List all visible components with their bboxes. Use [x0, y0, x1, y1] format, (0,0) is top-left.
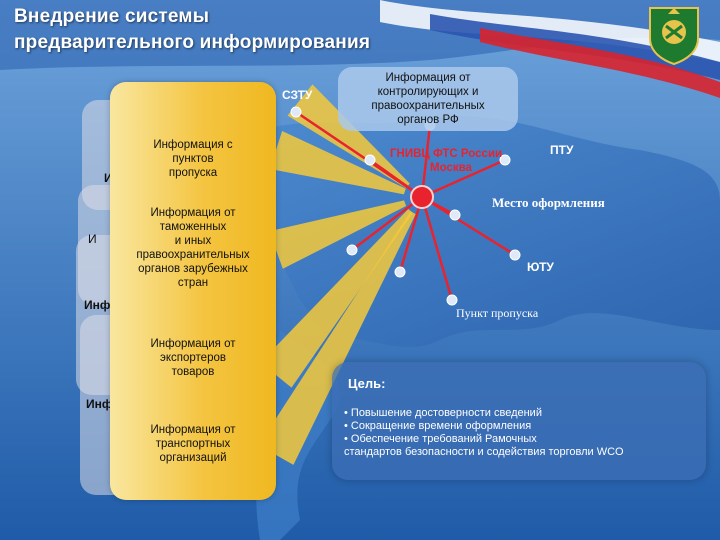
node-dot	[394, 266, 406, 278]
clipped-label-d: И	[88, 232, 97, 246]
card-line: транспортных	[155, 438, 231, 450]
box-line: правоохранительных	[371, 100, 485, 112]
goal-item: • Обеспечение требований Рамочных	[344, 433, 537, 445]
place-label: Место оформления	[492, 195, 605, 210]
title-line-1: Внедрение системы	[14, 6, 210, 27]
card-line: стран	[177, 277, 209, 289]
node-dot	[364, 154, 376, 166]
goal-item: стандартов безопасности и содействия тор…	[344, 446, 624, 458]
goal-box	[332, 362, 706, 480]
hub-name-label: ГНИВЦ ФТС России	[390, 148, 503, 160]
title-line-2: предварительного информирования	[14, 32, 371, 53]
yutu-label: ЮТУ	[527, 260, 554, 274]
node-dot	[290, 106, 302, 118]
node-dot	[499, 154, 511, 166]
info-flow-arrow	[269, 200, 407, 269]
checkpoint-label: Пункт пропуска	[456, 306, 539, 320]
card-line: пунктов	[172, 153, 214, 165]
clipped-label-a: И	[104, 171, 113, 185]
network-link	[420, 124, 432, 198]
card-line: Информация от	[150, 207, 236, 219]
sztu-label: СЗТУ	[282, 88, 313, 102]
info-flow-arrow	[258, 211, 416, 465]
ptu-label: ПТУ	[550, 143, 574, 157]
hub-city-label: Москва	[430, 162, 472, 174]
box-line: органов РФ	[397, 114, 459, 126]
goal-item: • Сокращение времени оформления	[344, 420, 532, 432]
rf-agencies-box: Информация от контролирующих и правоохра…	[338, 67, 518, 131]
node-dot	[449, 209, 461, 221]
box-line: контролирующих и	[377, 86, 479, 98]
goal-list: • Повышение достоверности сведений • Сок…	[344, 407, 704, 459]
card-line: и иных	[174, 235, 212, 247]
card-line: Информация от	[150, 424, 236, 436]
goal-title: Цель:	[348, 376, 386, 391]
node-dot	[346, 244, 358, 256]
card-foreign-agencies: Информация от таможенных и иных правоохр…	[110, 206, 276, 290]
customs-emblem-icon	[649, 7, 699, 66]
card-checkpoints: Информация с пунктов пропуска	[110, 138, 276, 180]
info-flow-arrow	[260, 209, 413, 388]
network-link	[351, 196, 423, 251]
goal-item: • Повышение достоверности сведений	[344, 407, 542, 419]
card-transport: Информация от транспортных организаций	[110, 423, 276, 465]
card-line: товаров	[171, 366, 215, 378]
slide-title: Внедрение системы предварительного инфор…	[14, 4, 370, 56]
node-dot	[509, 249, 521, 261]
info-flow-arrow	[269, 130, 406, 195]
network-link	[398, 196, 424, 273]
network-link	[420, 196, 454, 301]
node-dot	[446, 294, 458, 306]
card-exporters: Информация от экспортеров товаров	[110, 337, 276, 379]
card-line: правоохранительных	[136, 249, 250, 261]
info-sources-panel: Информация с пунктов пропуска Информация…	[110, 82, 276, 500]
card-line: Информация с	[153, 139, 233, 151]
hub-node	[410, 185, 434, 209]
card-line: органов зарубежных	[138, 263, 248, 275]
network-link	[421, 158, 506, 199]
info-flow-arrow	[287, 84, 410, 189]
clipped-label-b: Инф	[84, 298, 111, 312]
card-line: Информация от	[150, 338, 236, 350]
card-line: таможенных	[159, 221, 227, 233]
box-line: Информация от	[385, 72, 471, 84]
clipped-label-c: Инф	[86, 397, 113, 411]
card-line: организаций	[159, 452, 227, 464]
card-line: экспортеров	[160, 352, 226, 364]
card-line: пропуска	[168, 167, 218, 179]
